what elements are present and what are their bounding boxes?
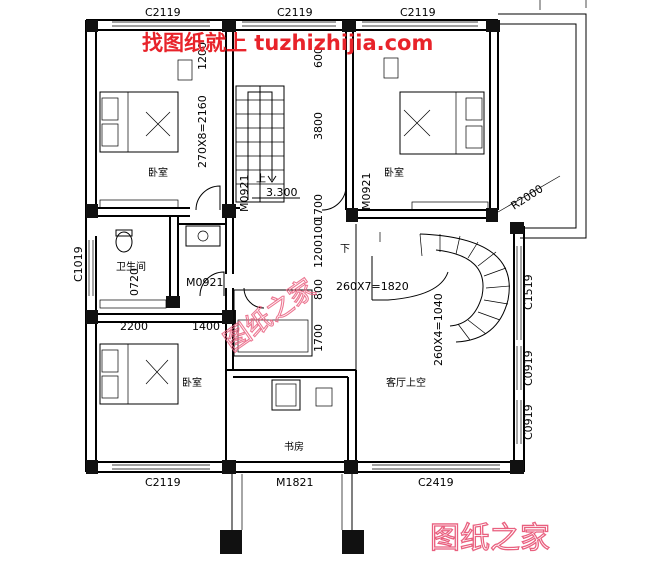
window-tag-right-3: C0919 [522,404,535,440]
entrance-porch [231,474,353,530]
dim-1200: 1200 [196,42,209,70]
dim-stair-r2: 260X4=1040 [432,293,445,366]
dim-600: 600 [312,47,325,68]
room-bedroom-bottom-left: 卧室 [182,376,202,389]
stair-down-mark: 下 [340,244,350,255]
radius-line [497,175,561,213]
dim-720: 0720 [128,268,141,296]
dim-stair-left: 270X8=2160 [196,95,209,168]
window-tag-right-1: C1519 [522,274,535,310]
watermark-bottom: 图纸之家 [430,521,550,556]
window-tag-right-2: C0919 [522,350,535,386]
window-tag-top-right: C2119 [400,6,436,19]
dim-radius: R2000 [509,182,546,212]
bed-top-left [99,59,193,153]
window-tag-top-left: C2119 [145,6,181,19]
room-bathroom: 卫生间 [116,260,146,273]
window-tag-left: C1019 [72,246,85,282]
stair-curved [371,232,511,343]
room-bedroom-top-left: 卧室 [148,166,168,179]
door-tag-bath: M0921 [186,276,224,289]
door-tag-mid: M0921 [360,173,373,211]
dim-1400: 1400 [192,320,220,333]
window-marks [88,21,522,470]
doors [195,185,347,309]
outer-walls [85,19,525,473]
bed-top-right [383,57,485,155]
dim-800: 800 [312,279,325,300]
dim-1700-b: 1700 [312,324,325,352]
dim-2200: 2200 [120,320,148,333]
dim-stair-r1: 260X7=1820 [336,280,409,293]
dim-3800: 3800 [312,112,325,140]
study-desk [271,379,333,411]
dim-1700-top: 1700 [312,194,325,222]
balcony [498,0,587,239]
stair-up-mark: 上 [256,173,266,185]
bed-bottom-left [99,343,179,405]
watermark-top: 找图纸就上 tuzhizhijia.com [142,31,433,55]
dim-100: 100 [312,219,325,240]
door-tag-bottom: M1821 [276,476,314,489]
living-sofa [233,289,313,357]
interior-walls [96,30,498,462]
columns [86,20,524,554]
dim-1200-b: 1200 [312,240,325,268]
window-tag-bottom-left: C2119 [145,476,181,489]
room-bedroom-top-right: 卧室 [384,166,404,179]
door-tag-left: M0921 [238,175,251,213]
stair-straight [235,85,285,203]
bathroom-fixtures [115,225,221,253]
window-tag-top-mid: C2119 [277,6,313,19]
wardrobes [99,199,489,309]
floor-level: 3.300 [266,186,298,199]
room-living-void: 客厅上空 [386,376,426,389]
room-study: 书房 [284,440,304,453]
window-tag-bottom-right: C2419 [418,476,454,489]
